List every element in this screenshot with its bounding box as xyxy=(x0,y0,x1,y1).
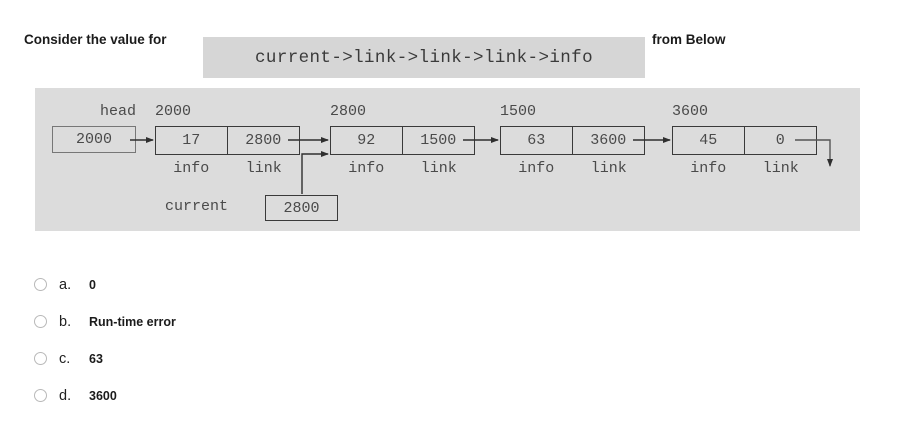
info-field-label: info xyxy=(690,160,727,177)
answer-options-list: a. 0 b. Run-time error c. 63 d. 3600 xyxy=(0,266,898,414)
node-address-label: 2000 xyxy=(155,103,192,120)
list-node: 92 1500 xyxy=(330,126,475,155)
option-letter-d: d. xyxy=(59,387,72,404)
node-field-labels: info link xyxy=(155,158,300,180)
node-field-labels: info link xyxy=(330,158,475,180)
option-letter-a: a. xyxy=(59,276,72,293)
linked-list-diagram: head 2000 2000 17 2800 info link 2800 92… xyxy=(35,88,860,231)
node-link-cell: 0 xyxy=(775,132,785,149)
node-info-cell: 17 xyxy=(156,127,228,154)
option-row-a[interactable]: a. 0 xyxy=(0,266,898,303)
option-row-c[interactable]: c. 63 xyxy=(0,340,898,377)
list-node: 45 0 xyxy=(672,126,817,155)
option-letter-c: c. xyxy=(59,350,71,367)
list-node: 17 2800 xyxy=(155,126,300,155)
option-letter-b: b. xyxy=(59,313,72,330)
link-field-label: link xyxy=(762,160,799,177)
head-pointer-box: 2000 xyxy=(52,126,136,153)
question-header: Consider the value for current->link->li… xyxy=(0,18,898,78)
option-text-d: 3600 xyxy=(89,388,117,403)
link-field-label: link xyxy=(590,160,627,177)
info-field-label: info xyxy=(518,160,555,177)
radio-button-a[interactable] xyxy=(34,278,47,291)
node-field-labels: info link xyxy=(672,158,817,180)
current-label: current xyxy=(165,198,229,215)
node-info-cell: 63 xyxy=(501,127,573,154)
option-text-a: 0 xyxy=(89,277,96,292)
radio-button-b[interactable] xyxy=(34,315,47,328)
node-link-cell: 1500 xyxy=(420,132,457,149)
node-address-label: 2800 xyxy=(330,103,367,120)
node-address-label: 1500 xyxy=(500,103,537,120)
list-node: 63 3600 xyxy=(500,126,645,155)
node-info-cell: 45 xyxy=(673,127,745,154)
current-pointer-box: 2800 xyxy=(265,195,338,221)
node-link-cell: 3600 xyxy=(590,132,627,149)
question-suffix-text: from Below xyxy=(652,32,726,47)
link-field-label: link xyxy=(245,160,282,177)
link-field-label: link xyxy=(420,160,457,177)
head-label: head xyxy=(100,103,137,120)
node-field-labels: info link xyxy=(500,158,645,180)
radio-button-d[interactable] xyxy=(34,389,47,402)
node-address-label: 3600 xyxy=(672,103,709,120)
info-field-label: info xyxy=(348,160,385,177)
info-field-label: info xyxy=(173,160,210,177)
option-text-c: 63 xyxy=(89,351,103,366)
option-row-d[interactable]: d. 3600 xyxy=(0,377,898,414)
code-expression-text: current->link->link->link->info xyxy=(255,47,593,68)
node-link-cell: 2800 xyxy=(245,132,282,149)
option-text-b: Run-time error xyxy=(89,314,176,329)
question-prefix-text: Consider the value for xyxy=(24,32,167,47)
node-info-cell: 92 xyxy=(331,127,403,154)
code-expression-chip: current->link->link->link->info xyxy=(203,37,645,78)
option-row-b[interactable]: b. Run-time error xyxy=(0,303,898,340)
radio-button-c[interactable] xyxy=(34,352,47,365)
